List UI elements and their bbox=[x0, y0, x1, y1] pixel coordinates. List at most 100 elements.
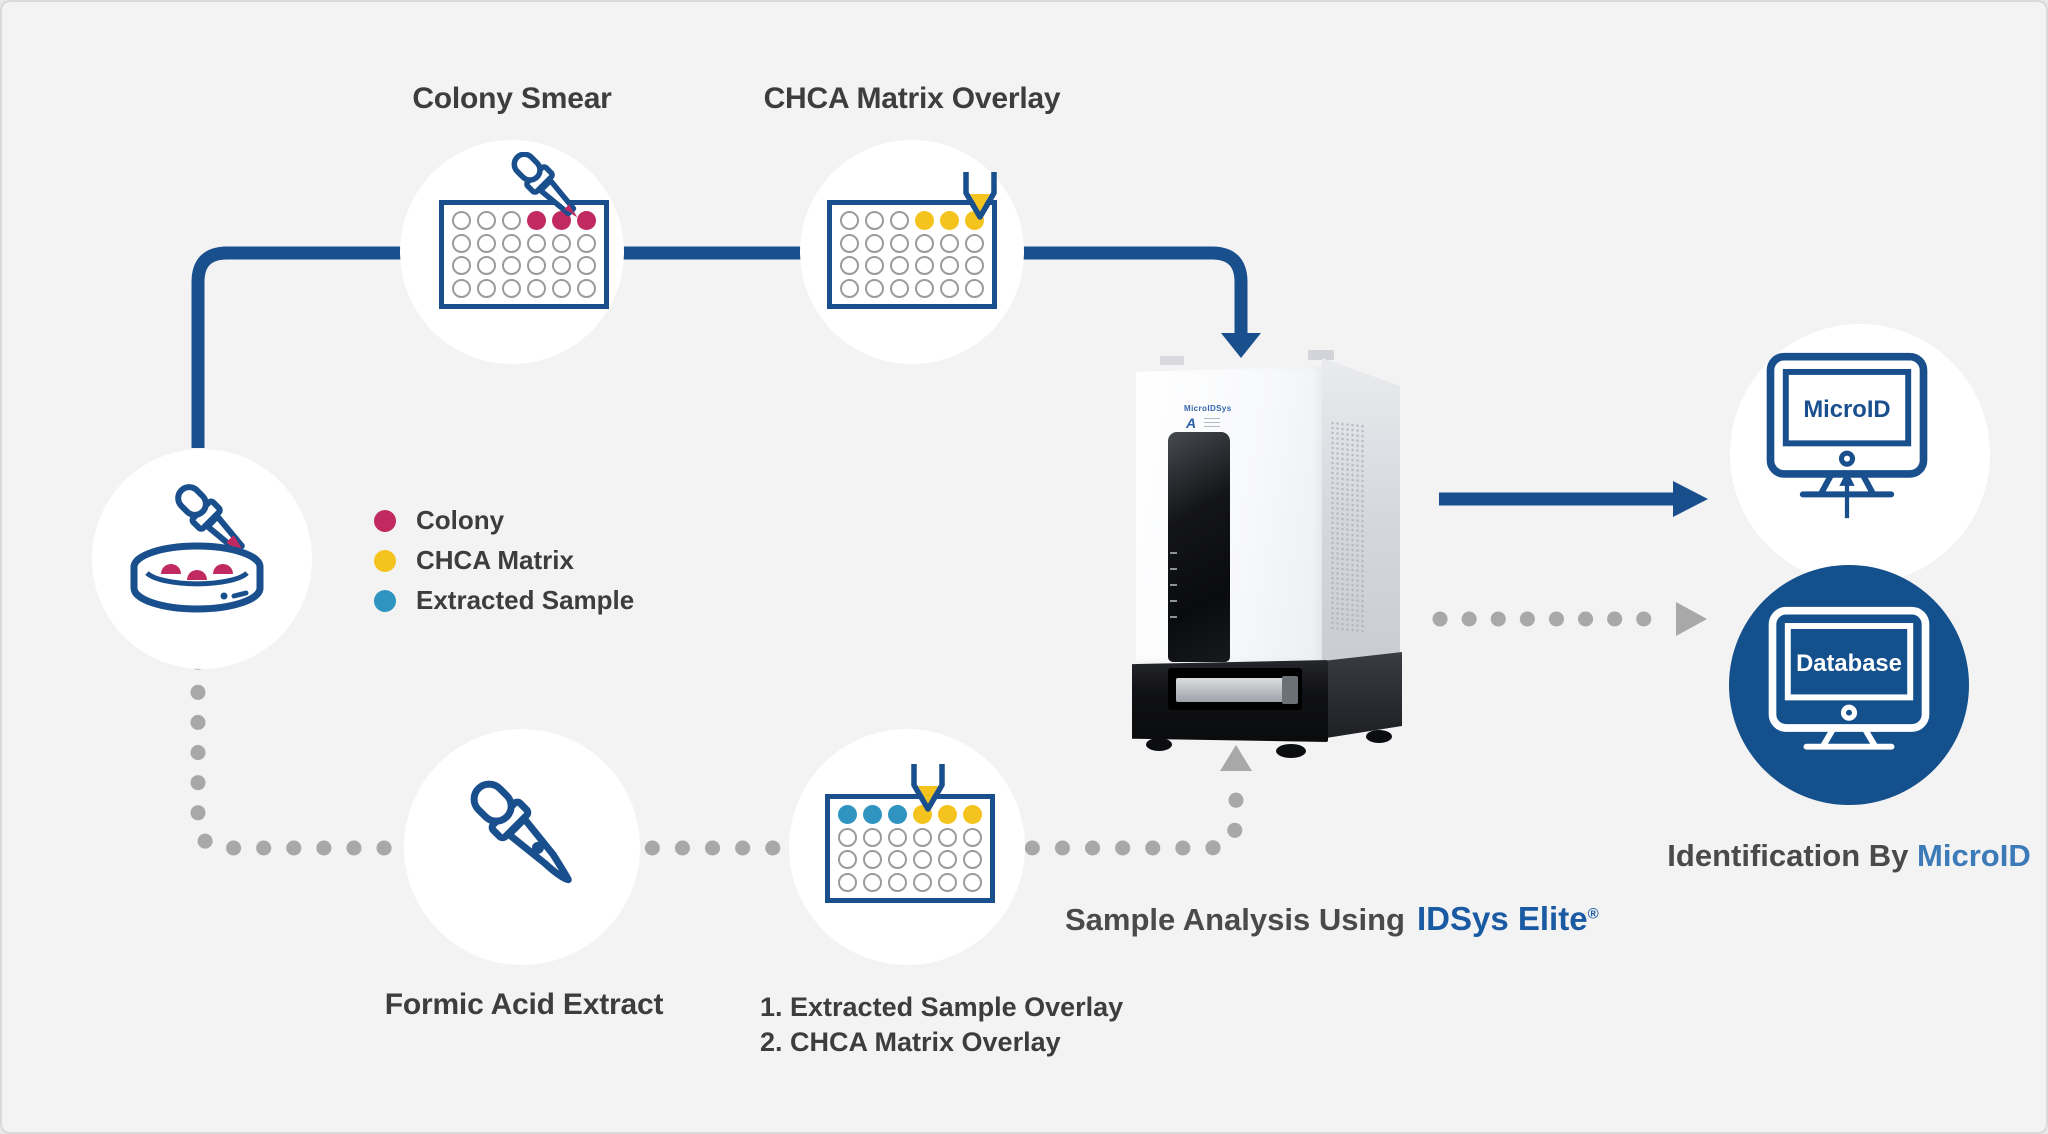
sample-tray-handle bbox=[1282, 676, 1298, 704]
empty-well bbox=[865, 256, 884, 276]
filled-well bbox=[863, 805, 882, 824]
up-gray-arrowhead bbox=[1220, 745, 1252, 771]
dotted-path-plate-to-instrument bbox=[934, 780, 1244, 856]
empty-well bbox=[913, 827, 932, 847]
empty-well bbox=[577, 233, 596, 253]
instrument-status-window bbox=[1168, 432, 1230, 662]
empty-well bbox=[527, 233, 546, 253]
legend-label: Colony bbox=[416, 505, 505, 535]
empty-well bbox=[888, 850, 907, 870]
instrument-logo-text-lines bbox=[1204, 418, 1220, 430]
legend-item-colony: Colony bbox=[374, 505, 634, 536]
instrument-brand-label: MicroIDSys bbox=[1184, 404, 1232, 413]
empty-well bbox=[863, 827, 882, 847]
empty-well bbox=[915, 278, 934, 298]
instrument-foot bbox=[1146, 738, 1172, 751]
empty-well bbox=[938, 872, 957, 892]
legend-item-extracted: Extracted Sample bbox=[374, 585, 634, 616]
indicator-dash bbox=[1170, 600, 1177, 602]
analysis-brand: IDSys Elite bbox=[1416, 900, 1588, 937]
filled-well bbox=[888, 805, 907, 824]
indicator-dash bbox=[1170, 552, 1177, 554]
formic-dropper-icon bbox=[470, 780, 572, 884]
filled-well bbox=[940, 211, 959, 230]
empty-well bbox=[963, 872, 982, 892]
overlay-step-1: 1. Extracted Sample Overlay bbox=[760, 992, 1124, 1022]
indicator-dash bbox=[1170, 616, 1177, 618]
dotted-path-petri-to-formic bbox=[190, 594, 530, 856]
empty-well bbox=[915, 256, 934, 276]
filled-well bbox=[938, 805, 957, 824]
empty-well bbox=[940, 256, 959, 276]
empty-well bbox=[890, 278, 909, 298]
solid-flow-path bbox=[191, 246, 1248, 448]
instrument-base-side bbox=[1326, 652, 1402, 738]
right-arrowhead bbox=[1673, 481, 1708, 517]
right-gray-arrowhead bbox=[1676, 602, 1707, 636]
colony-smear-label: Colony Smear bbox=[412, 82, 612, 115]
sample-overlay-plate bbox=[825, 794, 995, 903]
empty-well bbox=[452, 233, 471, 253]
empty-well bbox=[527, 278, 546, 298]
microid-monitor-icon: MicroID bbox=[1766, 352, 1928, 519]
empty-well bbox=[477, 256, 496, 276]
empty-well bbox=[452, 278, 471, 298]
pipette-tip-icon bbox=[911, 764, 945, 812]
empty-well bbox=[913, 850, 932, 870]
empty-well bbox=[552, 278, 571, 298]
sample-tray bbox=[1176, 678, 1290, 702]
identification-brand: MicroID bbox=[1917, 838, 2031, 873]
empty-well bbox=[963, 850, 982, 870]
empty-well bbox=[840, 256, 859, 276]
empty-well bbox=[527, 256, 546, 276]
empty-well bbox=[890, 233, 909, 253]
filled-well bbox=[552, 211, 571, 230]
chca-dot-icon bbox=[374, 549, 396, 572]
instrument-logo-mark: A bbox=[1186, 415, 1197, 431]
filled-well bbox=[963, 805, 982, 824]
chca-overlay-label: CHCA Matrix Overlay bbox=[763, 82, 1061, 115]
empty-well bbox=[502, 233, 521, 253]
legend: Colony CHCA Matrix Extracted Sample bbox=[374, 505, 634, 616]
empty-well bbox=[838, 850, 857, 870]
vent-grille bbox=[1330, 420, 1364, 634]
database-screen-label: Database bbox=[1796, 650, 1902, 677]
empty-well bbox=[915, 233, 934, 253]
empty-well bbox=[502, 256, 521, 276]
empty-well bbox=[888, 827, 907, 847]
overlay-step-2: 2. CHCA Matrix Overlay bbox=[760, 1027, 1061, 1057]
empty-well bbox=[890, 211, 909, 230]
empty-well bbox=[477, 233, 496, 253]
empty-well bbox=[477, 278, 496, 298]
empty-well bbox=[865, 233, 884, 253]
empty-well bbox=[452, 211, 471, 230]
legend-label: CHCA Matrix bbox=[416, 545, 574, 575]
empty-well bbox=[888, 872, 907, 892]
empty-well bbox=[838, 827, 857, 847]
overlay-steps-label: 1. Extracted Sample Overlay 2. CHCA Matr… bbox=[760, 990, 1123, 1060]
empty-well bbox=[913, 872, 932, 892]
indicator-dash bbox=[1170, 568, 1177, 570]
indicator-dash bbox=[1170, 584, 1177, 586]
empty-well bbox=[940, 278, 959, 298]
instrument-foot bbox=[1276, 744, 1306, 758]
empty-well bbox=[477, 211, 496, 230]
filled-well bbox=[838, 805, 857, 824]
colony-dot-icon bbox=[374, 509, 396, 532]
empty-well bbox=[865, 211, 884, 230]
empty-well bbox=[938, 850, 957, 870]
empty-well bbox=[452, 256, 471, 276]
legend-item-chca: CHCA Matrix bbox=[374, 545, 634, 576]
analysis-prefix: Sample Analysis Using bbox=[1065, 902, 1405, 937]
filled-well bbox=[915, 211, 934, 230]
colony-smear-plate bbox=[439, 200, 609, 309]
microid-screen-label: MicroID bbox=[1803, 396, 1890, 423]
empty-well bbox=[938, 827, 957, 847]
pipette-tip-icon bbox=[963, 172, 997, 220]
empty-well bbox=[940, 233, 959, 253]
extracted-dot-icon bbox=[374, 589, 396, 612]
filled-well bbox=[577, 211, 596, 230]
empty-well bbox=[502, 278, 521, 298]
